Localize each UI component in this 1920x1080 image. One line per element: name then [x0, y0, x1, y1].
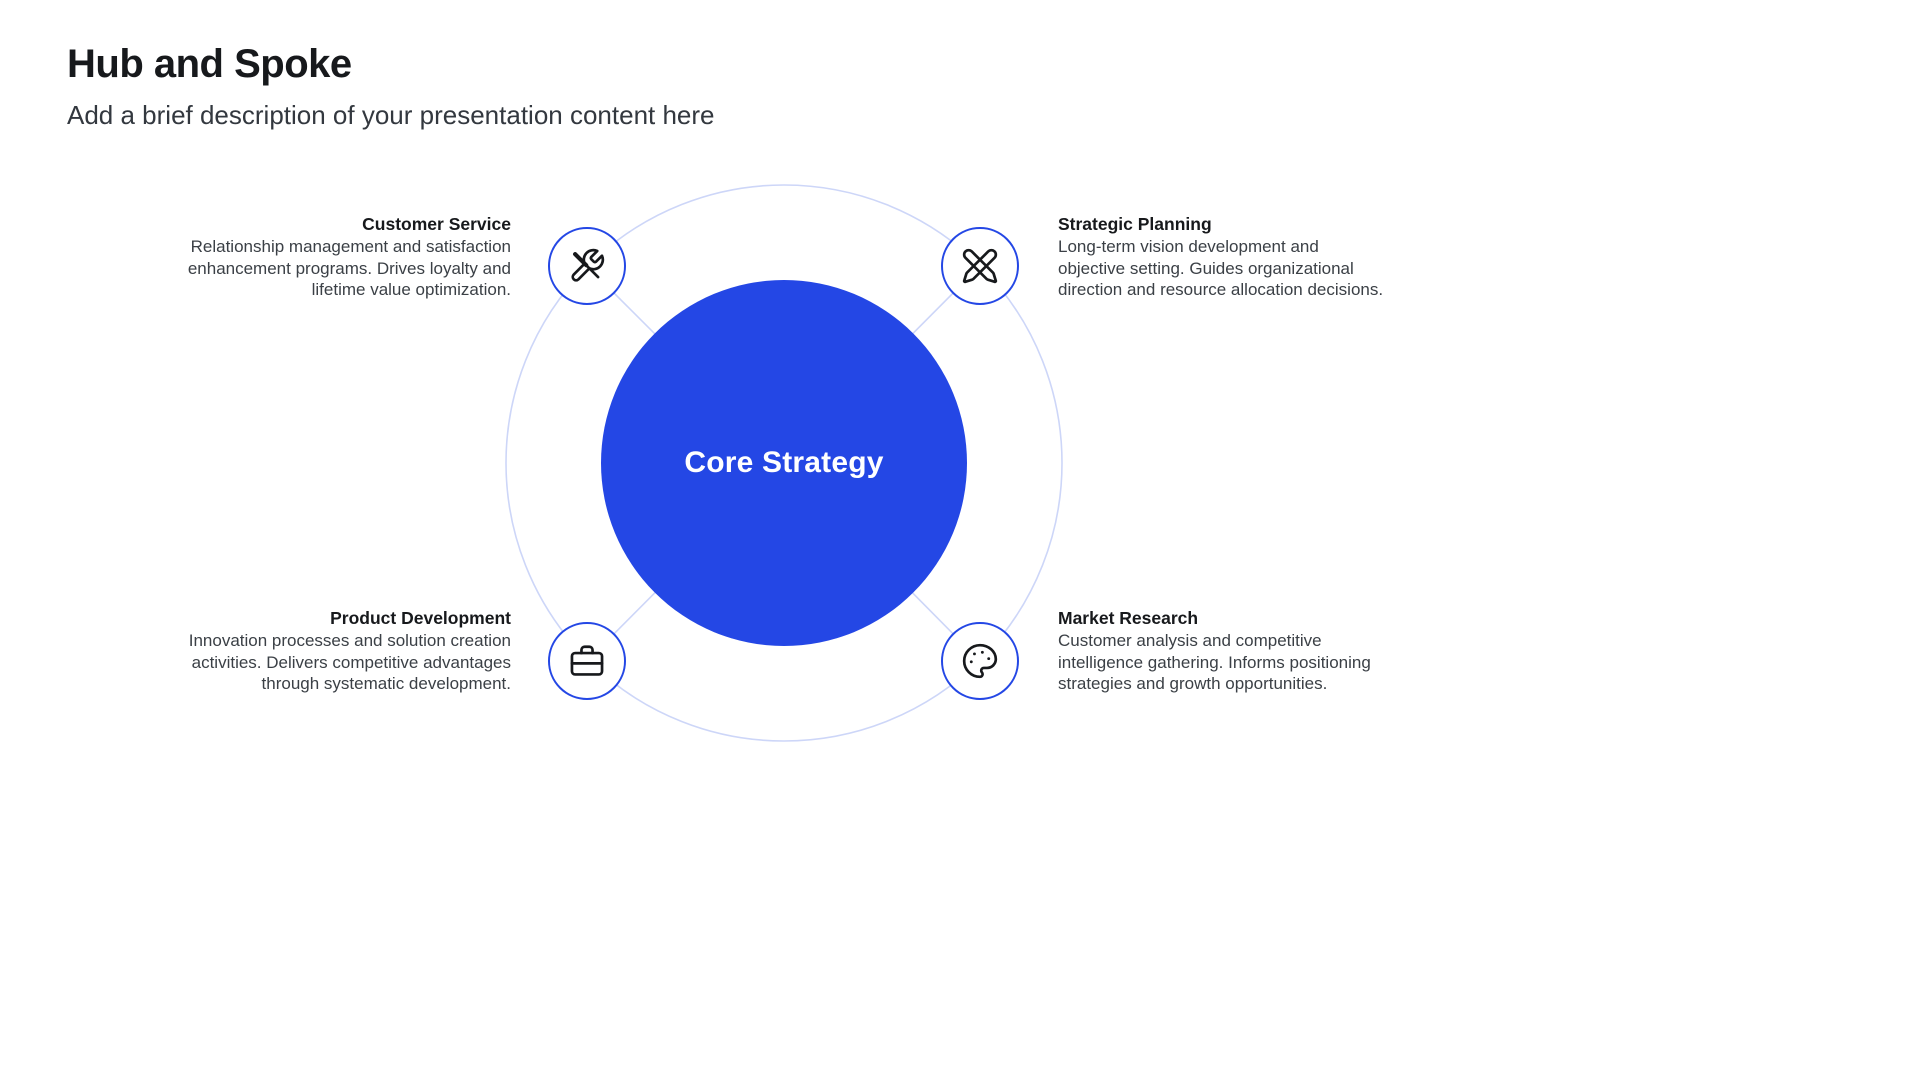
hub-circle: Core Strategy	[601, 280, 967, 646]
spoke-title: Market Research	[1058, 608, 1199, 628]
spoke-node-market-research	[941, 622, 1019, 700]
spoke-block-strategic-planning: Strategic Planning Long-term vision deve…	[1058, 214, 1384, 301]
spoke-block-market-research: Market Research Customer analysis and co…	[1058, 608, 1384, 695]
spoke-description: Innovation processes and solution creati…	[188, 631, 511, 693]
spoke-node-product-development	[548, 622, 626, 700]
spoke-description: Long-term vision development and objecti…	[1058, 237, 1384, 299]
briefcase-icon	[570, 645, 604, 676]
hub-label: Core Strategy	[684, 446, 884, 479]
crossed-pencils-icon	[962, 248, 998, 284]
spoke-description: Relationship management and satisfaction…	[187, 237, 511, 299]
spoke-block-product-development: Product Development Innovation processes…	[185, 608, 511, 695]
spoke-node-customer-service	[548, 227, 626, 305]
page-title: Hub and Spoke	[67, 42, 352, 86]
palette-icon	[962, 643, 998, 679]
spoke-description: Customer analysis and competitive intell…	[1058, 631, 1371, 693]
page-subtitle: Add a brief description of your presenta…	[67, 100, 715, 130]
spoke-title: Product Development	[330, 608, 511, 628]
spoke-title: Strategic Planning	[1058, 214, 1212, 234]
spoke-node-strategic-planning	[941, 227, 1019, 305]
spoke-block-customer-service: Customer Service Relationship management…	[185, 214, 511, 301]
tools-icon	[571, 248, 605, 282]
spoke-title: Customer Service	[362, 214, 511, 234]
